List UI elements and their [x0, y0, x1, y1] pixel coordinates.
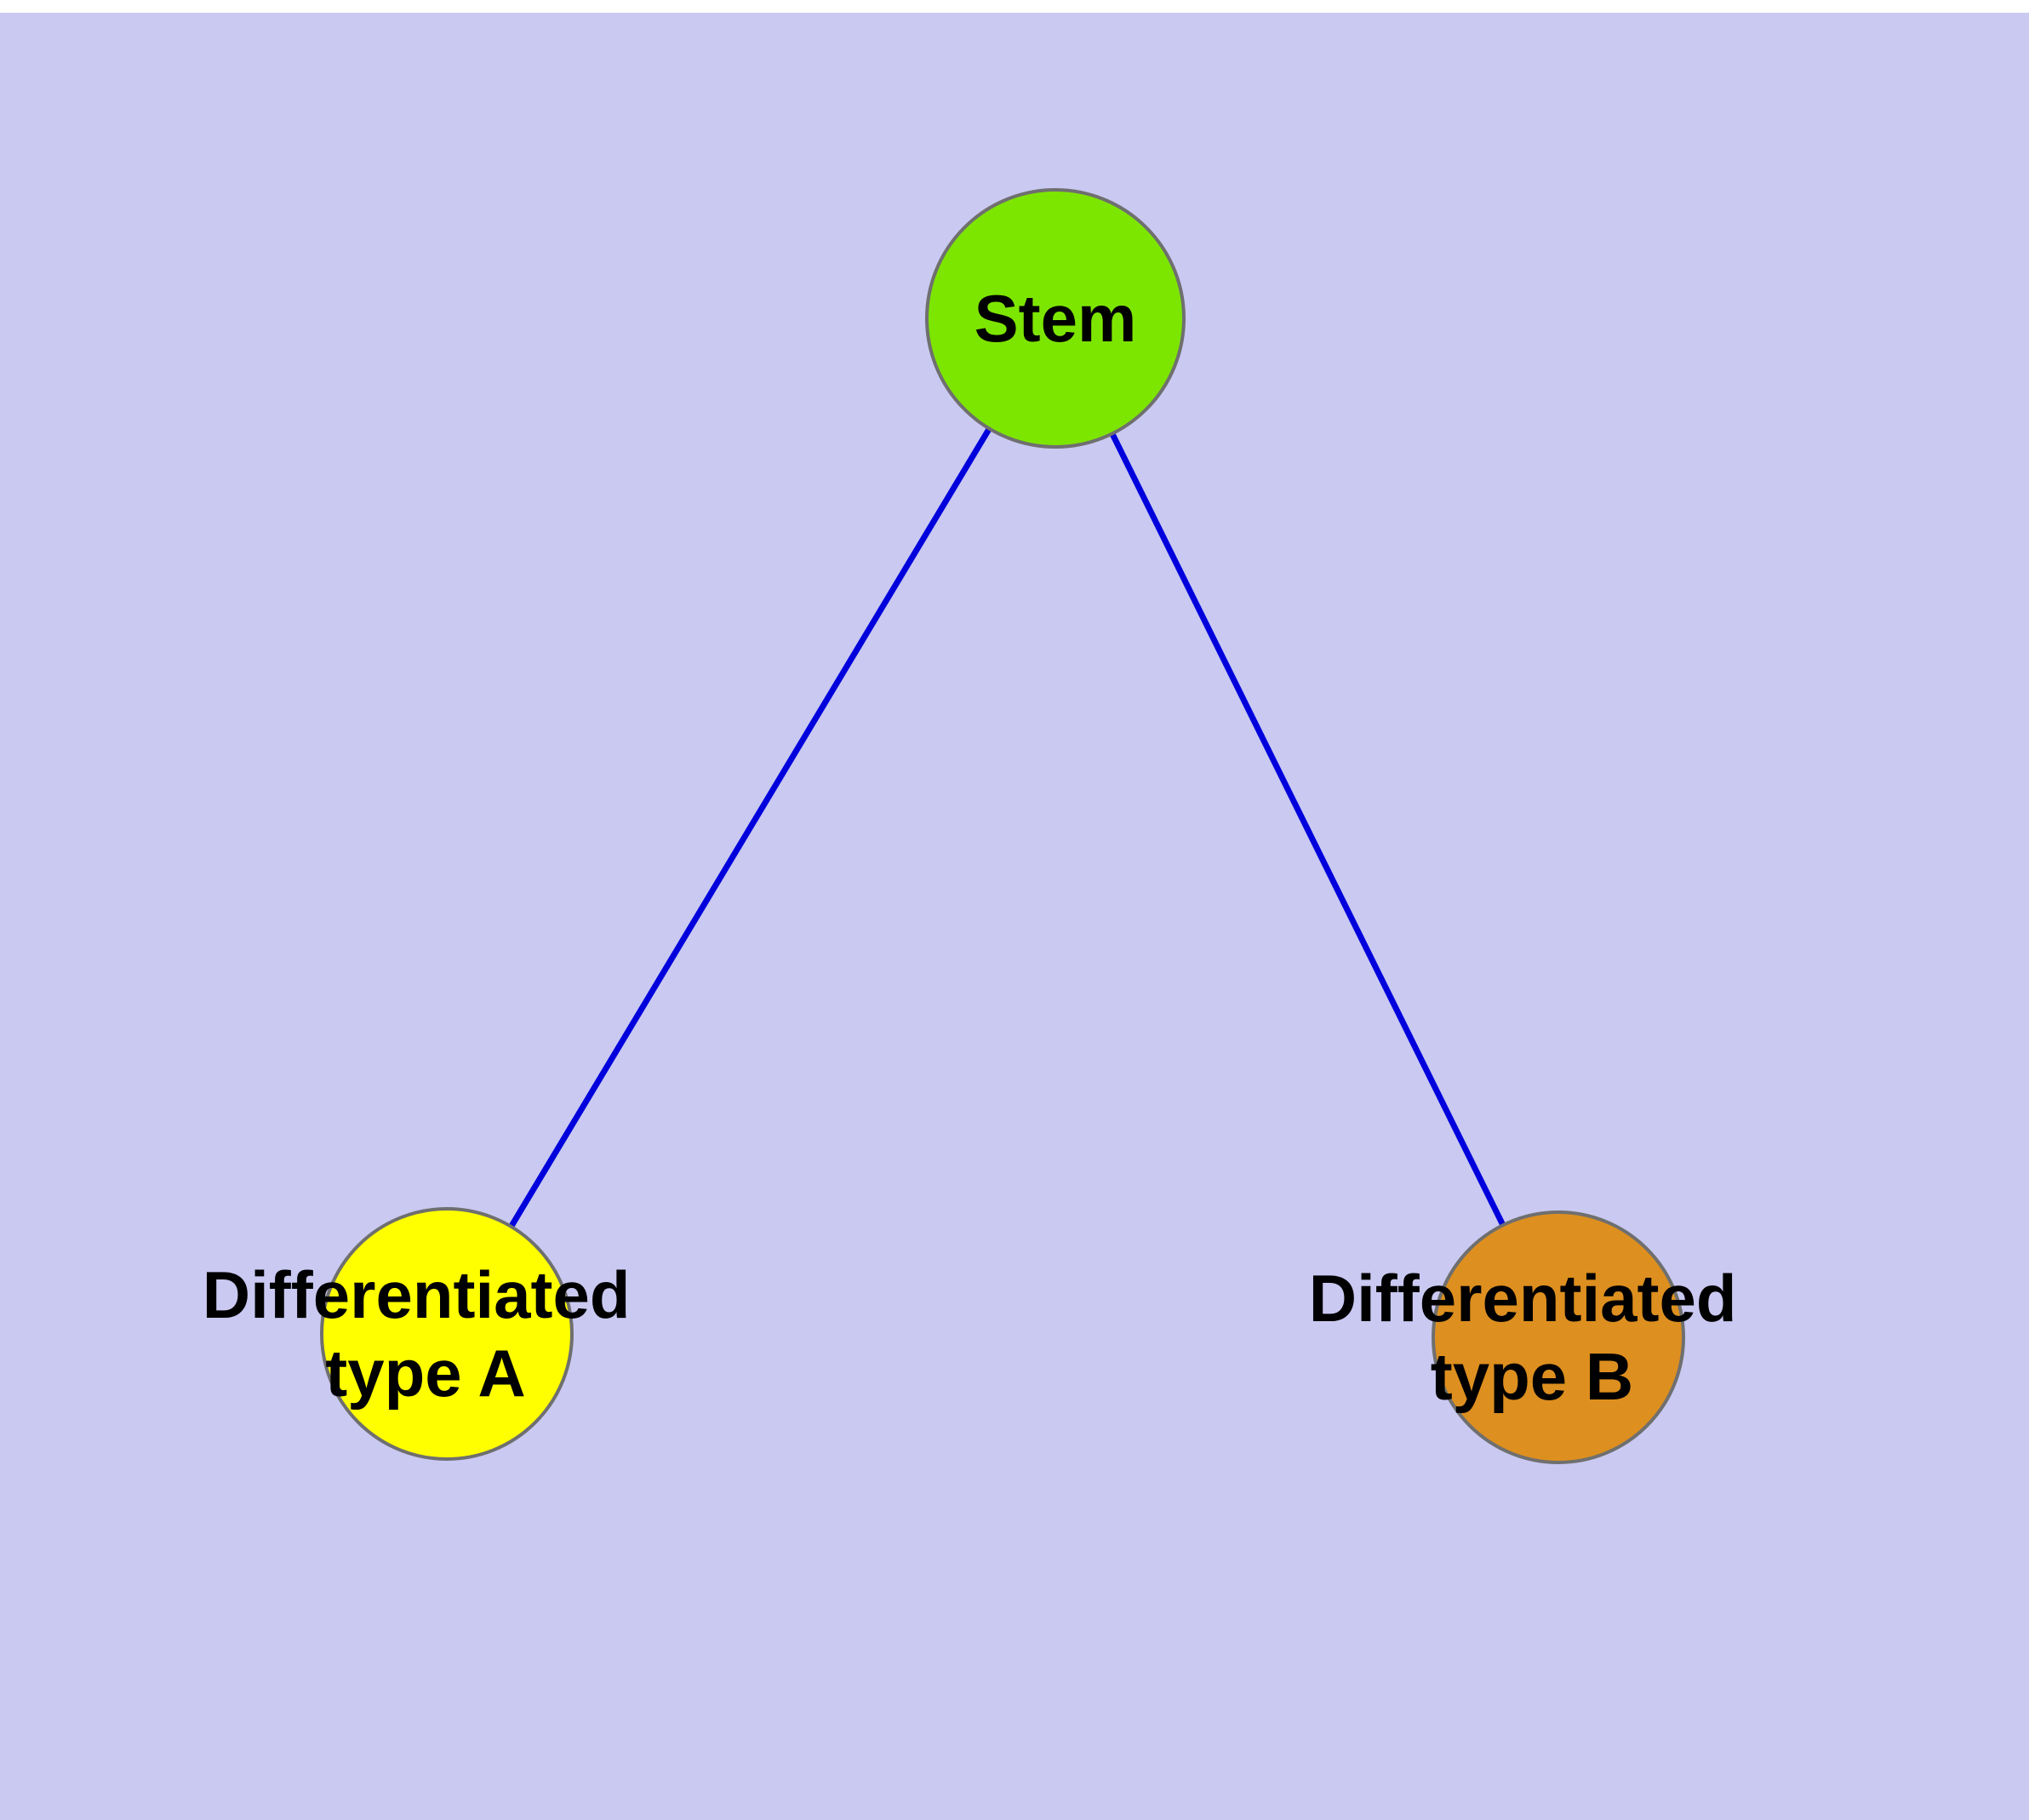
node-stem [925, 188, 1186, 449]
node-differentiated-type-a [320, 1207, 574, 1461]
edge-stem-to-type-b [1052, 317, 1562, 1339]
edge-stem-to-type-a [443, 317, 1059, 1336]
node-stem-label: Stem [974, 281, 1137, 356]
node-differentiated-type-a-label-line1: Differentiated [203, 1257, 631, 1332]
node-differentiated-type-a-label: Differentiated type A [203, 1257, 649, 1411]
node-differentiated-type-b-label-line1: Differentiated [1309, 1261, 1737, 1336]
node-differentiated-type-b-label: Differentiated type B [1309, 1261, 1755, 1414]
node-differentiated-type-a-label-line2: type A [325, 1336, 526, 1411]
node-differentiated-type-b-label-line2: type B [1431, 1339, 1633, 1414]
node-differentiated-type-b [1432, 1210, 1685, 1464]
